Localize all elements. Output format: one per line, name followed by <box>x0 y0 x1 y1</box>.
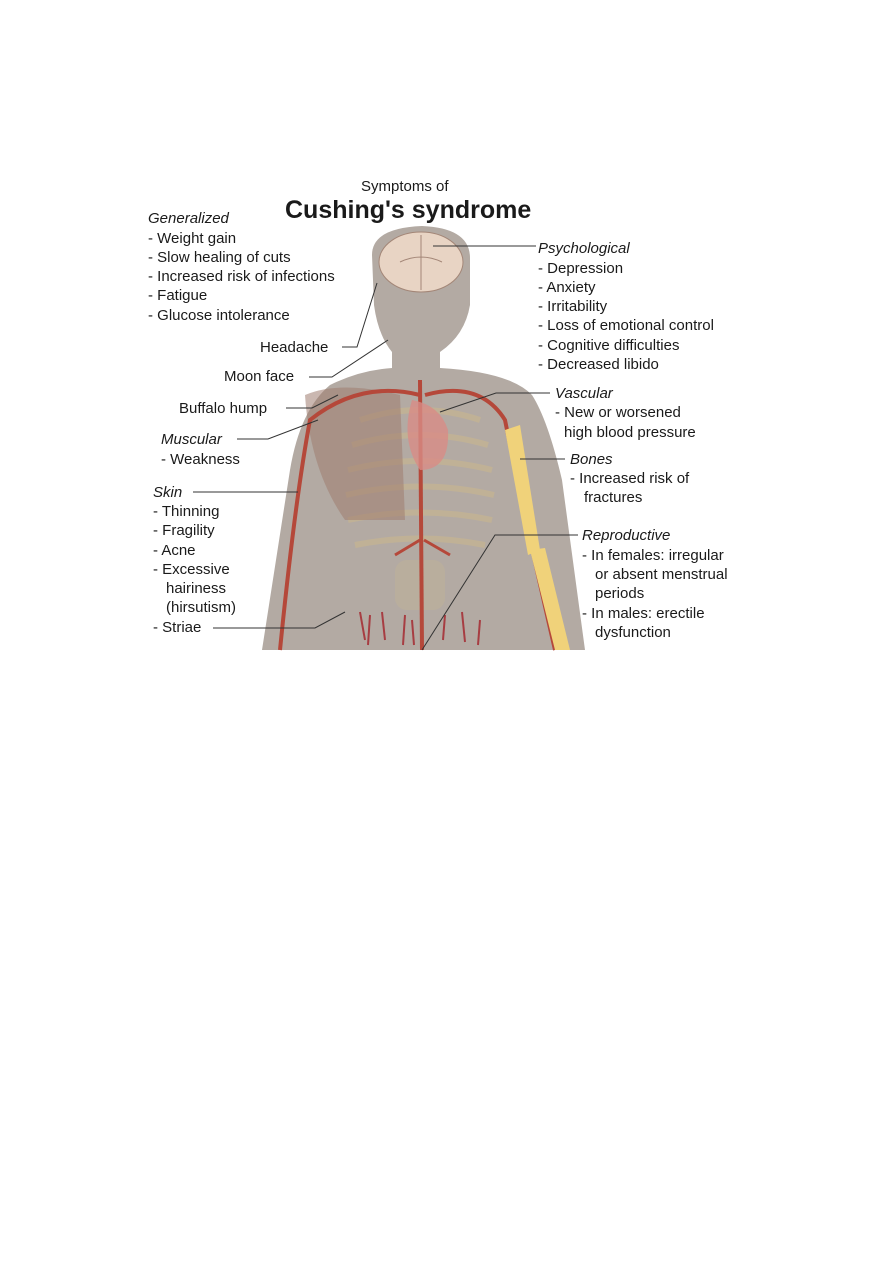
psychological-item: - Irritability <box>538 298 608 315</box>
generalized-item: - Weight gain <box>148 230 237 247</box>
vascular-item: high blood pressure <box>564 424 696 441</box>
reproductive-heading: Reproductive <box>582 527 671 544</box>
heart-icon <box>407 400 449 470</box>
generalized-item: - Increased risk of infections <box>148 268 335 285</box>
muscular-heading: Muscular <box>161 431 222 448</box>
generalized-item: - Slow healing of cuts <box>148 249 291 266</box>
arm-bones <box>505 425 570 650</box>
psychological-item: - Cognitive difficulties <box>538 337 680 354</box>
generalized-item: - Glucose intolerance <box>148 307 290 324</box>
psychological-item: - Anxiety <box>538 279 596 296</box>
shoulder-muscle <box>305 387 405 520</box>
generalized-item: - Fatigue <box>148 287 208 304</box>
vascular-heading: Vascular <box>555 385 613 402</box>
skin-item: hairiness <box>166 580 227 597</box>
bones-item: fractures <box>584 489 643 506</box>
striae-marks <box>359 611 481 646</box>
muscular-item: - Weakness <box>161 451 240 468</box>
psychological-item: - Decreased libido <box>538 356 659 373</box>
psychological-heading: Psychological <box>538 240 630 257</box>
skin-item: - Striae <box>153 619 202 636</box>
skin-item: - Excessive <box>153 561 230 578</box>
title-prefix: Symptoms of <box>361 178 449 195</box>
buffalo-hump-label: Buffalo hump <box>179 400 268 417</box>
leader-lines <box>193 245 578 651</box>
skin-item: - Fragility <box>153 522 215 539</box>
reproductive-item: dysfunction <box>595 624 671 641</box>
bones-item: - Increased risk of <box>570 470 690 487</box>
generalized-heading: Generalized <box>148 210 229 227</box>
psychological-item: - Loss of emotional control <box>538 317 714 334</box>
vascular-item: - New or worsened <box>555 404 681 421</box>
reproductive-item: - In males: erectile <box>582 605 705 622</box>
reproductive-item: periods <box>595 585 645 602</box>
reproductive-item: - In females: irregular <box>582 547 724 564</box>
skin-item: - Thinning <box>153 503 220 520</box>
moon-face-label: Moon face <box>224 368 295 385</box>
psychological-item: - Depression <box>538 260 624 277</box>
skin-heading: Skin <box>153 484 183 501</box>
headache-label: Headache <box>260 339 329 356</box>
bones-heading: Bones <box>570 451 613 468</box>
reproductive-item: or absent menstrual <box>595 566 728 583</box>
skin-item: - Acne <box>153 542 196 559</box>
skin-item: (hirsutism) <box>166 599 236 616</box>
diagram-title: Cushing's syndrome <box>285 196 532 224</box>
